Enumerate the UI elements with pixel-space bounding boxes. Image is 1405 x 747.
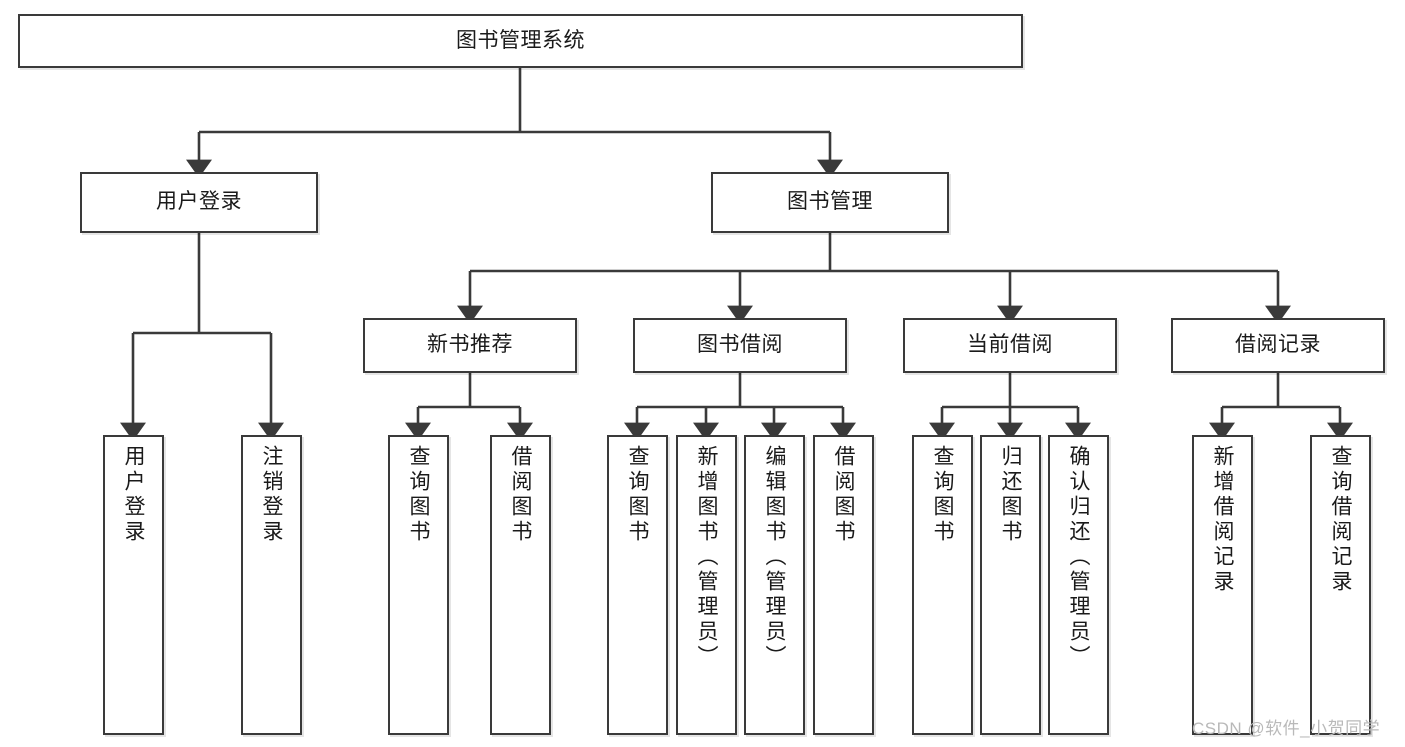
node-label: 新增图书（管理员） [695, 445, 718, 670]
leaf-borrow-edit-book-admin[interactable]: 编辑图书（管理员） [744, 435, 805, 735]
node-label: 查询图书 [407, 445, 430, 545]
leaf-current-return-book[interactable]: 归还图书 [980, 435, 1041, 735]
leaf-borrow-borrow-book[interactable]: 借阅图书 [813, 435, 874, 735]
node-book-borrow[interactable]: 图书借阅 [633, 318, 847, 373]
leaf-user-login-login[interactable]: 用户登录 [103, 435, 164, 735]
node-label: 归还图书 [999, 445, 1022, 545]
leaf-borrow-query-book[interactable]: 查询图书 [607, 435, 668, 735]
node-root-system[interactable]: 图书管理系统 [18, 14, 1023, 68]
node-label: 新书推荐 [427, 333, 513, 357]
node-label: 编辑图书（管理员） [763, 445, 786, 670]
node-label: 借阅图书 [832, 445, 855, 545]
leaf-current-query-book[interactable]: 查询图书 [912, 435, 973, 735]
node-label: 当前借阅 [967, 333, 1053, 357]
node-label: 新增借阅记录 [1211, 445, 1234, 595]
leaf-record-query-record[interactable]: 查询借阅记录 [1310, 435, 1371, 735]
node-user-login[interactable]: 用户登录 [80, 172, 318, 233]
node-new-book-recommend[interactable]: 新书推荐 [363, 318, 577, 373]
node-label: 图书管理 [787, 190, 873, 214]
leaf-recommend-borrow-book[interactable]: 借阅图书 [490, 435, 551, 735]
leaf-current-confirm-return-admin[interactable]: 确认归还（管理员） [1048, 435, 1109, 735]
node-current-borrow[interactable]: 当前借阅 [903, 318, 1117, 373]
leaf-record-add-record[interactable]: 新增借阅记录 [1192, 435, 1253, 735]
node-label: 借阅记录 [1235, 333, 1321, 357]
node-label: 查询图书 [931, 445, 954, 545]
leaf-borrow-add-book-admin[interactable]: 新增图书（管理员） [676, 435, 737, 735]
node-label: 图书管理系统 [456, 28, 585, 52]
node-label: 注销登录 [260, 445, 283, 545]
leaf-recommend-query-book[interactable]: 查询图书 [388, 435, 449, 735]
node-label: 查询借阅记录 [1329, 445, 1352, 595]
node-label: 用户登录 [156, 190, 242, 214]
leaf-user-login-logout[interactable]: 注销登录 [241, 435, 302, 735]
node-book-management[interactable]: 图书管理 [711, 172, 949, 233]
node-label: 查询图书 [626, 445, 649, 545]
node-borrow-record[interactable]: 借阅记录 [1171, 318, 1385, 373]
node-label: 借阅图书 [509, 445, 532, 545]
watermark: CSDN @软件_小贺同学 [1192, 719, 1381, 738]
node-label: 确认归还（管理员） [1067, 445, 1090, 670]
node-label: 图书借阅 [697, 333, 783, 357]
node-label: 用户登录 [122, 445, 145, 545]
